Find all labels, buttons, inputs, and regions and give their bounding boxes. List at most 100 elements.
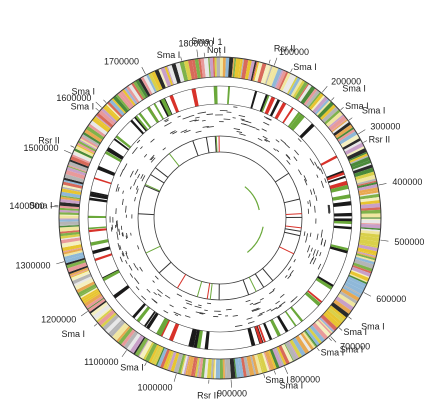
repeat-mark xyxy=(320,229,323,238)
inner-tick xyxy=(206,283,211,300)
gene-segment xyxy=(59,226,80,232)
feature-block xyxy=(274,102,287,120)
repeat-mark xyxy=(319,252,322,257)
repeat-mark xyxy=(286,154,291,159)
feature-block xyxy=(115,135,132,149)
repeat-mark xyxy=(233,106,238,108)
repeat-mark xyxy=(312,257,317,265)
gene-segment xyxy=(307,91,322,109)
gene-segment xyxy=(350,156,371,168)
gene-segment xyxy=(74,145,95,157)
gene-segment xyxy=(215,358,220,379)
gene-segment xyxy=(356,252,377,259)
gene-segment xyxy=(360,213,381,218)
coordinate-label: 1 xyxy=(217,37,222,47)
gene-segment xyxy=(83,293,103,307)
gene-segment xyxy=(142,341,155,361)
gene-segment xyxy=(342,137,362,151)
repeat-mark xyxy=(117,186,120,192)
gene-segment xyxy=(356,251,377,258)
restriction-site-label: Sma I xyxy=(342,84,366,94)
gene-segment xyxy=(360,218,381,220)
repeat-mark xyxy=(238,114,246,118)
coordinate-label-leader xyxy=(273,57,278,66)
restriction-site-label: Sma I xyxy=(362,105,386,115)
gene-segment xyxy=(251,354,259,375)
gene-segment xyxy=(148,72,160,92)
repeat-mark xyxy=(122,232,124,237)
feature-block xyxy=(160,98,172,117)
gene-segment xyxy=(70,155,90,167)
gene-segment xyxy=(158,68,168,88)
gene-segment xyxy=(219,358,224,379)
feature-block xyxy=(196,330,203,349)
gene-segment xyxy=(119,90,135,108)
gene-segment xyxy=(212,358,215,379)
repeat-mark xyxy=(310,189,313,195)
gene-segment xyxy=(61,186,82,193)
gene-segment xyxy=(104,104,121,120)
gene-segment xyxy=(355,174,377,184)
repeat-mark xyxy=(309,232,312,237)
gene-segment xyxy=(340,288,360,302)
gene-segment xyxy=(160,66,172,87)
restriction-site-label: Rsr II xyxy=(38,135,60,145)
restriction-site-label: Not I xyxy=(207,45,226,55)
gene-segment xyxy=(232,57,237,78)
feature-block xyxy=(333,212,352,217)
gene-segment xyxy=(349,155,369,165)
gene-segment xyxy=(354,171,376,181)
gene-segment xyxy=(292,79,306,99)
restriction-site-label: Sma I xyxy=(321,348,345,358)
gene-segment xyxy=(224,358,227,379)
feature-ring-inner xyxy=(105,103,335,333)
repeat-mark xyxy=(150,156,155,161)
coordinate-label: 900000 xyxy=(217,389,247,399)
restriction-site-label: Sma I xyxy=(280,381,304,391)
repeat-mark xyxy=(186,302,193,306)
coordinate-label-leader xyxy=(173,373,177,382)
repeat-mark xyxy=(172,131,178,135)
coordinate-label: 500000 xyxy=(394,237,424,247)
repeat-mark xyxy=(164,294,171,299)
inner-tick xyxy=(158,261,172,274)
repeat-mark xyxy=(183,306,187,309)
gene-segment xyxy=(243,356,251,377)
restriction-site-label: Sma I xyxy=(345,101,369,111)
feature-block xyxy=(153,103,164,120)
feature-block xyxy=(227,86,231,105)
gene-segment xyxy=(181,354,189,375)
repeat-mark xyxy=(287,266,292,271)
inner-ring-a xyxy=(137,135,303,301)
gene-segment xyxy=(298,84,312,103)
gene-segment xyxy=(112,323,130,342)
gene-segment xyxy=(74,277,94,291)
gene-segment xyxy=(360,227,381,231)
repeat-mark xyxy=(133,263,137,268)
gene-segment xyxy=(97,309,116,326)
inner-tick xyxy=(275,172,289,183)
feature-block xyxy=(90,191,109,197)
restriction-site-label: Sma I xyxy=(71,102,95,112)
repeat-mark xyxy=(248,125,256,129)
skew-arrow xyxy=(244,186,260,211)
gene-segment xyxy=(360,207,381,211)
gene-segment xyxy=(325,111,344,128)
feature-block xyxy=(329,246,348,254)
gene-segment xyxy=(61,244,83,252)
repeat-mark xyxy=(284,143,290,149)
gene-segment xyxy=(358,238,380,247)
coordinate-label: 1600000 xyxy=(56,93,91,103)
gene-segment xyxy=(360,223,381,229)
gene-segment xyxy=(209,57,214,78)
repeat-mark xyxy=(276,305,282,310)
gene-segment xyxy=(133,336,146,355)
gene-segment xyxy=(61,240,82,248)
restriction-site-label-leader xyxy=(144,362,147,367)
gene-segment xyxy=(100,312,117,328)
gene-segment xyxy=(346,148,367,161)
gene-segment xyxy=(79,287,98,299)
gene-segment xyxy=(328,115,347,131)
gene-segment xyxy=(332,120,350,134)
repeat-mark xyxy=(170,131,174,134)
